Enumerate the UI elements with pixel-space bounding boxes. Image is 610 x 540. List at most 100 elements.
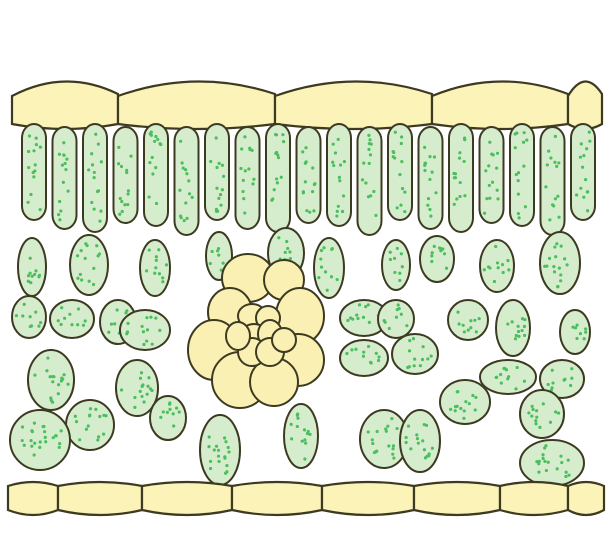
spongy-cell <box>420 236 454 282</box>
chloroplast <box>339 163 342 166</box>
chloroplast <box>336 278 339 281</box>
chloroplast <box>535 409 538 412</box>
epidermis-cell <box>118 81 275 129</box>
chloroplast <box>15 314 18 317</box>
chloroplast <box>567 474 570 477</box>
chloroplast <box>585 147 588 150</box>
chloroplast <box>153 140 156 143</box>
chloroplast <box>326 289 329 292</box>
chloroplast <box>337 138 340 141</box>
chloroplast <box>330 275 333 278</box>
palisade-cell <box>144 124 168 226</box>
chloroplast <box>554 135 557 138</box>
chloroplast <box>92 267 95 270</box>
chloroplast <box>179 140 182 143</box>
chloroplast <box>188 192 191 195</box>
chloroplast <box>384 427 387 430</box>
chloroplast <box>565 263 568 266</box>
chloroplast <box>393 156 396 159</box>
chloroplast <box>388 327 391 330</box>
chloroplast <box>64 168 67 171</box>
chloroplast <box>65 158 68 161</box>
chloroplast <box>23 303 26 306</box>
chloroplast <box>184 168 187 171</box>
chloroplast <box>574 326 577 329</box>
chloroplast <box>449 408 452 411</box>
chloroplast <box>408 339 411 342</box>
chloroplast <box>49 375 52 378</box>
palisade-cell <box>388 124 412 220</box>
chloroplast <box>330 248 333 251</box>
chloroplast <box>178 189 181 192</box>
chloroplast <box>424 456 427 459</box>
chloroplast <box>155 255 158 258</box>
chloroplast <box>296 425 299 428</box>
chloroplast <box>21 425 24 428</box>
chloroplast <box>27 150 30 153</box>
chloroplast <box>34 269 37 272</box>
chloroplast <box>362 161 365 164</box>
chloroplast <box>62 373 65 376</box>
chloroplast <box>583 337 586 340</box>
chloroplast <box>100 160 103 163</box>
spongy-cell <box>448 300 488 340</box>
palisade-cell <box>297 127 321 223</box>
chloroplast <box>376 430 379 433</box>
chloroplast <box>496 197 499 200</box>
chloroplast <box>337 205 340 208</box>
chloroplast <box>556 285 559 288</box>
chloroplast <box>153 272 156 275</box>
chloroplast <box>151 156 154 159</box>
chloroplast <box>564 475 567 478</box>
spongy-cell <box>10 410 70 470</box>
chloroplast <box>126 203 129 206</box>
chloroplast <box>463 138 466 141</box>
chloroplast <box>514 146 517 149</box>
chloroplast <box>542 402 545 405</box>
chloroplast <box>370 361 373 364</box>
chloroplast <box>185 217 188 220</box>
chloroplast <box>459 181 462 184</box>
chloroplast <box>82 324 85 327</box>
chloroplast <box>60 306 63 309</box>
chloroplast <box>59 209 62 212</box>
chloroplast <box>395 316 398 319</box>
palisade-cell <box>53 127 77 229</box>
chloroplast <box>335 214 338 217</box>
chloroplast <box>32 149 35 152</box>
chloroplast <box>27 280 30 283</box>
chloroplast <box>362 316 365 319</box>
chloroplast <box>423 423 426 426</box>
chloroplast <box>398 279 401 282</box>
chloroplast <box>165 263 168 266</box>
chloroplast <box>98 219 101 222</box>
spongy-cell <box>400 410 440 472</box>
chloroplast <box>555 165 558 168</box>
chloroplast <box>59 323 62 326</box>
chloroplast <box>543 265 546 268</box>
chloroplast <box>423 146 426 149</box>
chloroplast <box>367 195 370 198</box>
chloroplast <box>367 430 370 433</box>
chloroplast <box>311 190 314 193</box>
chloroplast <box>305 160 308 163</box>
spongy-cell <box>120 310 170 350</box>
spongy-cell <box>496 300 530 356</box>
chloroplast <box>243 211 246 214</box>
chloroplast <box>491 181 494 184</box>
chloroplast <box>554 255 557 258</box>
chloroplast <box>150 389 153 392</box>
chloroplast <box>102 432 105 435</box>
chloroplast <box>557 411 560 414</box>
chloroplast <box>579 187 582 190</box>
chloroplast <box>419 364 422 367</box>
chloroplast <box>559 279 562 282</box>
chloroplast <box>30 445 33 448</box>
chloroplast <box>162 410 165 413</box>
spongy-cell <box>140 240 170 296</box>
chloroplast <box>117 146 120 149</box>
chloroplast <box>394 131 397 134</box>
chloroplast <box>506 322 509 325</box>
spongy-cell <box>66 400 114 450</box>
chloroplast <box>129 155 132 158</box>
